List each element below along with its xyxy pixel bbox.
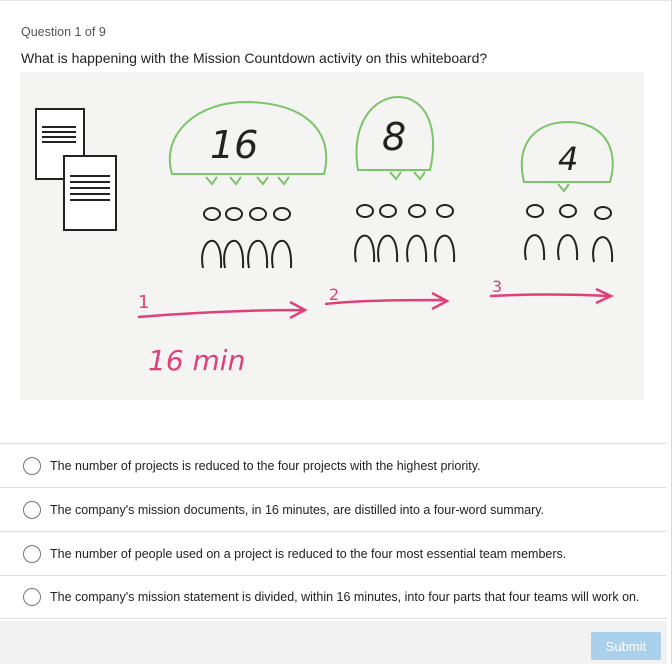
documents-drawing <box>35 108 117 231</box>
bubble-label-1: 16 <box>210 123 258 167</box>
bubble-label-3: 4 <box>558 140 578 178</box>
quiz-footer: Submit <box>0 621 667 664</box>
radio-button-icon[interactable] <box>23 588 41 606</box>
answer-option-3[interactable]: The number of people used on a project i… <box>0 531 667 575</box>
bubble-3 <box>520 120 614 183</box>
whiteboard-image: 16 8 4 <box>20 72 644 400</box>
bubble-1 <box>169 100 328 175</box>
step-label-3: 3 <box>492 277 502 296</box>
answer-option-4[interactable]: The company's mission statement is divid… <box>0 575 667 619</box>
radio-button-icon[interactable] <box>23 544 41 563</box>
question-counter: Question 1 of 9 <box>21 25 106 39</box>
step-label-2: 2 <box>329 285 339 304</box>
answer-option-1[interactable]: The number of projects is reduced to the… <box>0 443 667 487</box>
submit-button[interactable]: Submit <box>591 632 661 660</box>
answer-options: The number of projects is reduced to the… <box>0 443 667 619</box>
answer-option-2[interactable]: The company's mission documents, in 16 m… <box>0 487 667 531</box>
question-prompt: What is happening with the Mission Count… <box>21 50 488 66</box>
countdown-arrows <box>137 287 614 320</box>
duration-label: 16 min <box>148 344 245 377</box>
radio-button-icon[interactable] <box>23 456 41 475</box>
answer-option-label: The company's mission statement is divid… <box>50 590 640 604</box>
radio-button-icon[interactable] <box>23 500 41 519</box>
people-drawings <box>201 204 614 269</box>
bubble-label-2: 8 <box>382 115 406 159</box>
answer-option-label: The number of people used on a project i… <box>50 546 567 561</box>
answer-option-label: The company's mission documents, in 16 m… <box>50 502 545 517</box>
step-label-1: 1 <box>138 292 149 313</box>
bubble-2 <box>355 95 435 171</box>
answer-option-label: The number of projects is reduced to the… <box>50 458 481 473</box>
